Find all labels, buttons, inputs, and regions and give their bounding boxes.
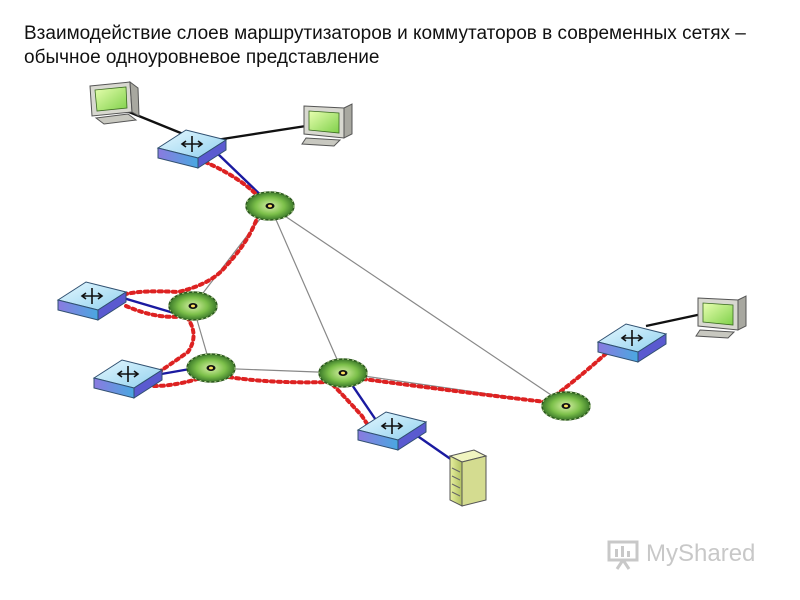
router-link-r1-r5 <box>269 205 567 406</box>
watermark: MyShared <box>606 536 755 572</box>
slide-title-line-2: обычное одноуровневое представление <box>24 47 380 68</box>
router-r4 <box>318 358 368 388</box>
router-r1 <box>245 191 295 221</box>
presentation-board-icon <box>607 540 639 570</box>
switch-sw4 <box>596 323 668 363</box>
switch-sw5 <box>356 411 428 451</box>
monitor-icon-pc3 <box>695 295 747 339</box>
slide-title: Взаимодействие слоев маршрутизаторов и к… <box>24 22 784 70</box>
host-link-pc3 <box>645 312 703 328</box>
switch-sw1 <box>156 129 228 169</box>
switch-arrows-icon <box>180 136 204 152</box>
monitor-icon-pc1 <box>89 80 140 125</box>
traffic-path <box>124 148 612 442</box>
switch-sw3 <box>92 359 164 399</box>
switch-arrows-icon <box>380 418 404 434</box>
server-icon <box>448 449 488 507</box>
switch-sw2 <box>56 281 128 321</box>
switch-arrows-icon <box>620 330 644 346</box>
switch-arrows-icon <box>116 366 140 382</box>
router-link-r1-r2 <box>192 205 271 307</box>
monitor-icon-pc2 <box>301 103 353 147</box>
watermark-text: MyShared <box>646 540 756 567</box>
switch-arrows-icon <box>80 288 104 304</box>
router-link-r1-r4 <box>269 205 344 374</box>
router-r3 <box>186 353 236 383</box>
host-link-pc2 <box>215 124 307 142</box>
router-r5 <box>541 391 591 421</box>
router-r2 <box>168 291 218 321</box>
slide-title-line-1: Взаимодействие слоев маршрутизаторов и к… <box>24 23 746 44</box>
